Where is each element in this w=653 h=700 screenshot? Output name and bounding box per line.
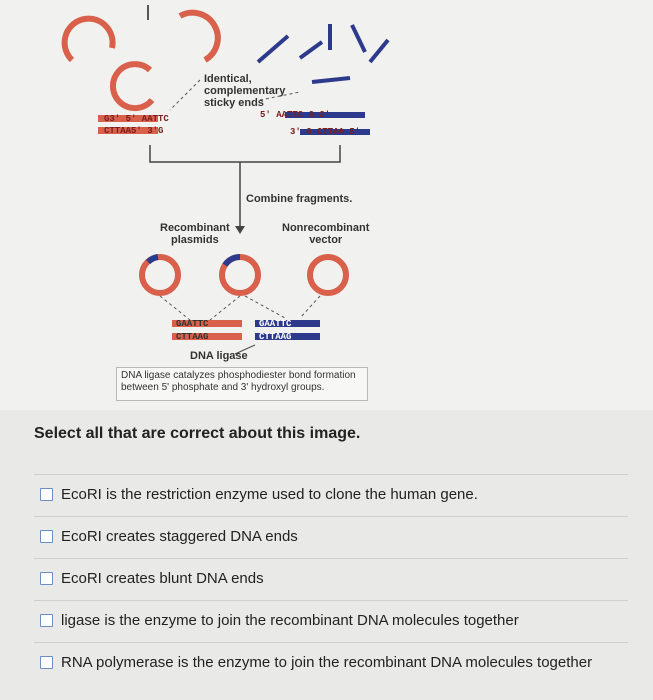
cut-plasmid-center xyxy=(178,9,221,63)
option-5[interactable]: RNA polymerase is the enzyme to join the… xyxy=(40,654,592,671)
seq-left-bottom: CTTAA5' 3'G xyxy=(104,126,164,136)
checkbox[interactable] xyxy=(40,530,53,543)
option-1[interactable]: EcoRI is the restriction enzyme used to … xyxy=(40,486,478,503)
diagram-figure: Identical, complementary sticky ends G3'… xyxy=(61,5,390,401)
seq-right-bottom: 3' G CTTAA 5' xyxy=(290,127,361,137)
seq-join2-bottom: CTTAAG xyxy=(259,332,292,342)
divider xyxy=(34,600,628,601)
sticky-strip-right-bottom xyxy=(300,129,370,135)
label-dna-ligase: DNA ligase xyxy=(190,350,248,362)
dna-fragment-6 xyxy=(368,38,390,64)
dna-fragment-4 xyxy=(350,24,367,53)
option-2[interactable]: EcoRI creates staggered DNA ends xyxy=(40,528,298,545)
sticky-strip-left-top xyxy=(98,115,158,122)
pointer-line-right xyxy=(259,91,301,101)
combine-bracket xyxy=(149,145,341,163)
seq-join2-top: GAATTC xyxy=(259,319,292,329)
checkbox[interactable] xyxy=(40,656,53,669)
seq-join1-bottom: CTTAAG xyxy=(176,332,209,342)
checkbox[interactable] xyxy=(40,488,53,501)
option-3[interactable]: EcoRI creates blunt DNA ends xyxy=(40,570,264,587)
dna-fragment-1 xyxy=(256,34,290,64)
label-combine: Combine fragments. xyxy=(246,193,353,205)
divider xyxy=(34,474,628,475)
seq-right-top: 5' AATTC G 3' xyxy=(260,110,331,120)
checkbox[interactable] xyxy=(40,614,53,627)
pointer-line-left xyxy=(169,79,201,111)
seq-left-top: G3' 5' AATTC xyxy=(104,114,169,124)
option-label: ligase is the enzyme to join the recombi… xyxy=(61,612,519,629)
nonrecombinant-vector xyxy=(307,254,349,296)
option-label: EcoRI is the restriction enzyme used to … xyxy=(61,486,478,503)
divider xyxy=(34,642,628,643)
option-4[interactable]: ligase is the enzyme to join the recombi… xyxy=(40,612,519,629)
caption-box: DNA ligase catalyzes phosphodiester bond… xyxy=(116,367,368,401)
option-label: EcoRI creates blunt DNA ends xyxy=(61,570,264,587)
seq-join1-top: GAATTC xyxy=(176,319,209,329)
label-nonrecombinant: Nonrecombinant vector xyxy=(282,222,370,246)
divider xyxy=(34,516,628,517)
dna-fragment-2 xyxy=(298,40,324,60)
cut-plasmid-lower xyxy=(109,61,155,112)
label-recombinant: Recombinant plasmids xyxy=(160,222,230,246)
divider xyxy=(34,558,628,559)
option-label: RNA polymerase is the enzyme to join the… xyxy=(61,654,593,671)
checkbox[interactable] xyxy=(40,572,53,585)
option-label: EcoRI creates staggered DNA ends xyxy=(61,528,298,545)
combine-arrow-head xyxy=(235,226,245,234)
label-sticky-ends: Identical, complementary sticky ends xyxy=(204,73,286,109)
cloning-diagram xyxy=(61,5,390,355)
sticky-strip-left-bottom xyxy=(98,127,158,134)
question-text: Select all that are correct about this i… xyxy=(34,425,361,442)
recombinant-plasmid-1 xyxy=(139,254,181,296)
cut-plasmid-left xyxy=(61,15,116,63)
dna-fragment-5 xyxy=(311,76,351,84)
sticky-strip-right-top xyxy=(285,112,365,118)
